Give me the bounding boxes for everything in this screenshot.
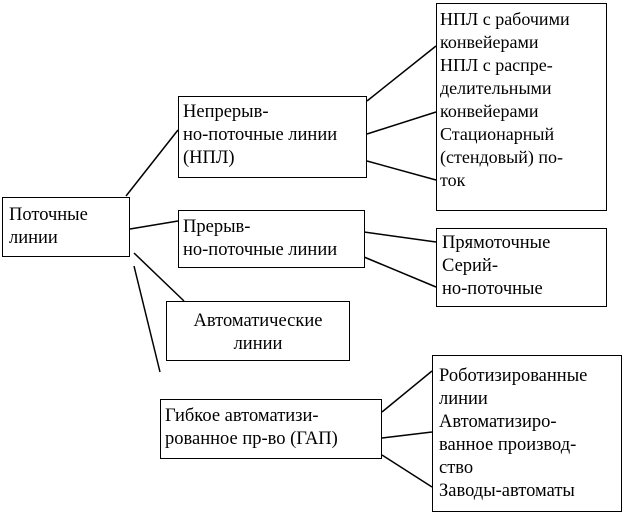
gap-child-line-5: ство (439, 458, 474, 478)
subtype-box-interrupted: Прямоточные Серий- но-поточные (436, 228, 607, 307)
gap-label-line-1: Гибкое автоматизи- (165, 406, 319, 426)
gap-child-line-1: Роботизированные (439, 366, 588, 386)
gap-label-line-2: рованное пр-во (ГАП) (165, 429, 338, 449)
interrupted-label-line-1: Прерыв- (183, 217, 251, 237)
npl-child-line-8: ток (440, 170, 466, 190)
connector-gap-child-3 (381, 454, 433, 488)
connector-npl-child-2 (366, 111, 437, 135)
interrupted-child-line-1: Прямоточные (442, 233, 551, 253)
interrupted-label-line-2: но-поточные линии (183, 240, 338, 260)
npl-child-line-4: делительными (440, 78, 552, 98)
root-label-line-1: Поточные (9, 205, 88, 225)
gap-child-line-3: Автоматизиро- (439, 412, 557, 432)
subtype-box-gap: Роботизированные линии Автоматизиро- ван… (432, 355, 622, 512)
connector-root-gap (133, 265, 161, 373)
npl-label-line-3: (НПЛ) (183, 148, 235, 168)
npl-child-line-5: конвейерами (440, 101, 539, 121)
connector-gap-child-1 (381, 370, 433, 413)
category-box-automatic: Автоматические линии (166, 301, 350, 361)
connector-interrupted-child-2 (363, 256, 437, 288)
gap-child-line-2: линии (439, 389, 488, 409)
connector-root-npl (125, 129, 179, 197)
category-box-interrupted: Прерыв- но-поточные линии (178, 210, 365, 268)
interrupted-child-line-2: Серий- (442, 256, 498, 276)
npl-label-line-2: но-поточные линии (183, 125, 338, 145)
category-box-npl: Непрерыв- но-поточные линии (НПЛ) (178, 96, 367, 178)
npl-child-line-3: НПЛ с распре- (440, 55, 553, 75)
connector-root-automatic (133, 252, 185, 302)
connector-gap-child-2 (381, 431, 433, 439)
gap-child-line-4: ванное производ- (439, 435, 577, 455)
connector-root-interrupted (129, 220, 179, 230)
npl-child-line-1: НПЛ с рабочими (440, 9, 570, 29)
root-label-line-2: линии (9, 228, 58, 248)
category-box-gap: Гибкое автоматизи- рованное пр-во (ГАП) (160, 399, 382, 459)
subtype-box-npl: НПЛ с рабочими конвейерами НПЛ с распре-… (436, 3, 607, 211)
root-box-flow-lines: Поточные линии (2, 197, 130, 257)
automatic-label-line-1: Автоматические (193, 311, 323, 331)
connector-npl-child-1 (366, 45, 437, 102)
gap-child-line-6: Заводы-автоматы (439, 481, 575, 501)
npl-child-line-2: конвейерами (440, 32, 539, 52)
interrupted-child-line-3: но-поточные (442, 279, 543, 299)
npl-child-line-6: Стационарный (440, 124, 555, 144)
automatic-label-line-2: линии (233, 334, 283, 354)
npl-label-line-1: Непрерыв- (183, 102, 269, 122)
connector-interrupted-child-1 (363, 231, 437, 243)
connector-npl-child-3 (366, 160, 437, 181)
npl-child-line-7: (стендовый) по- (440, 147, 563, 167)
